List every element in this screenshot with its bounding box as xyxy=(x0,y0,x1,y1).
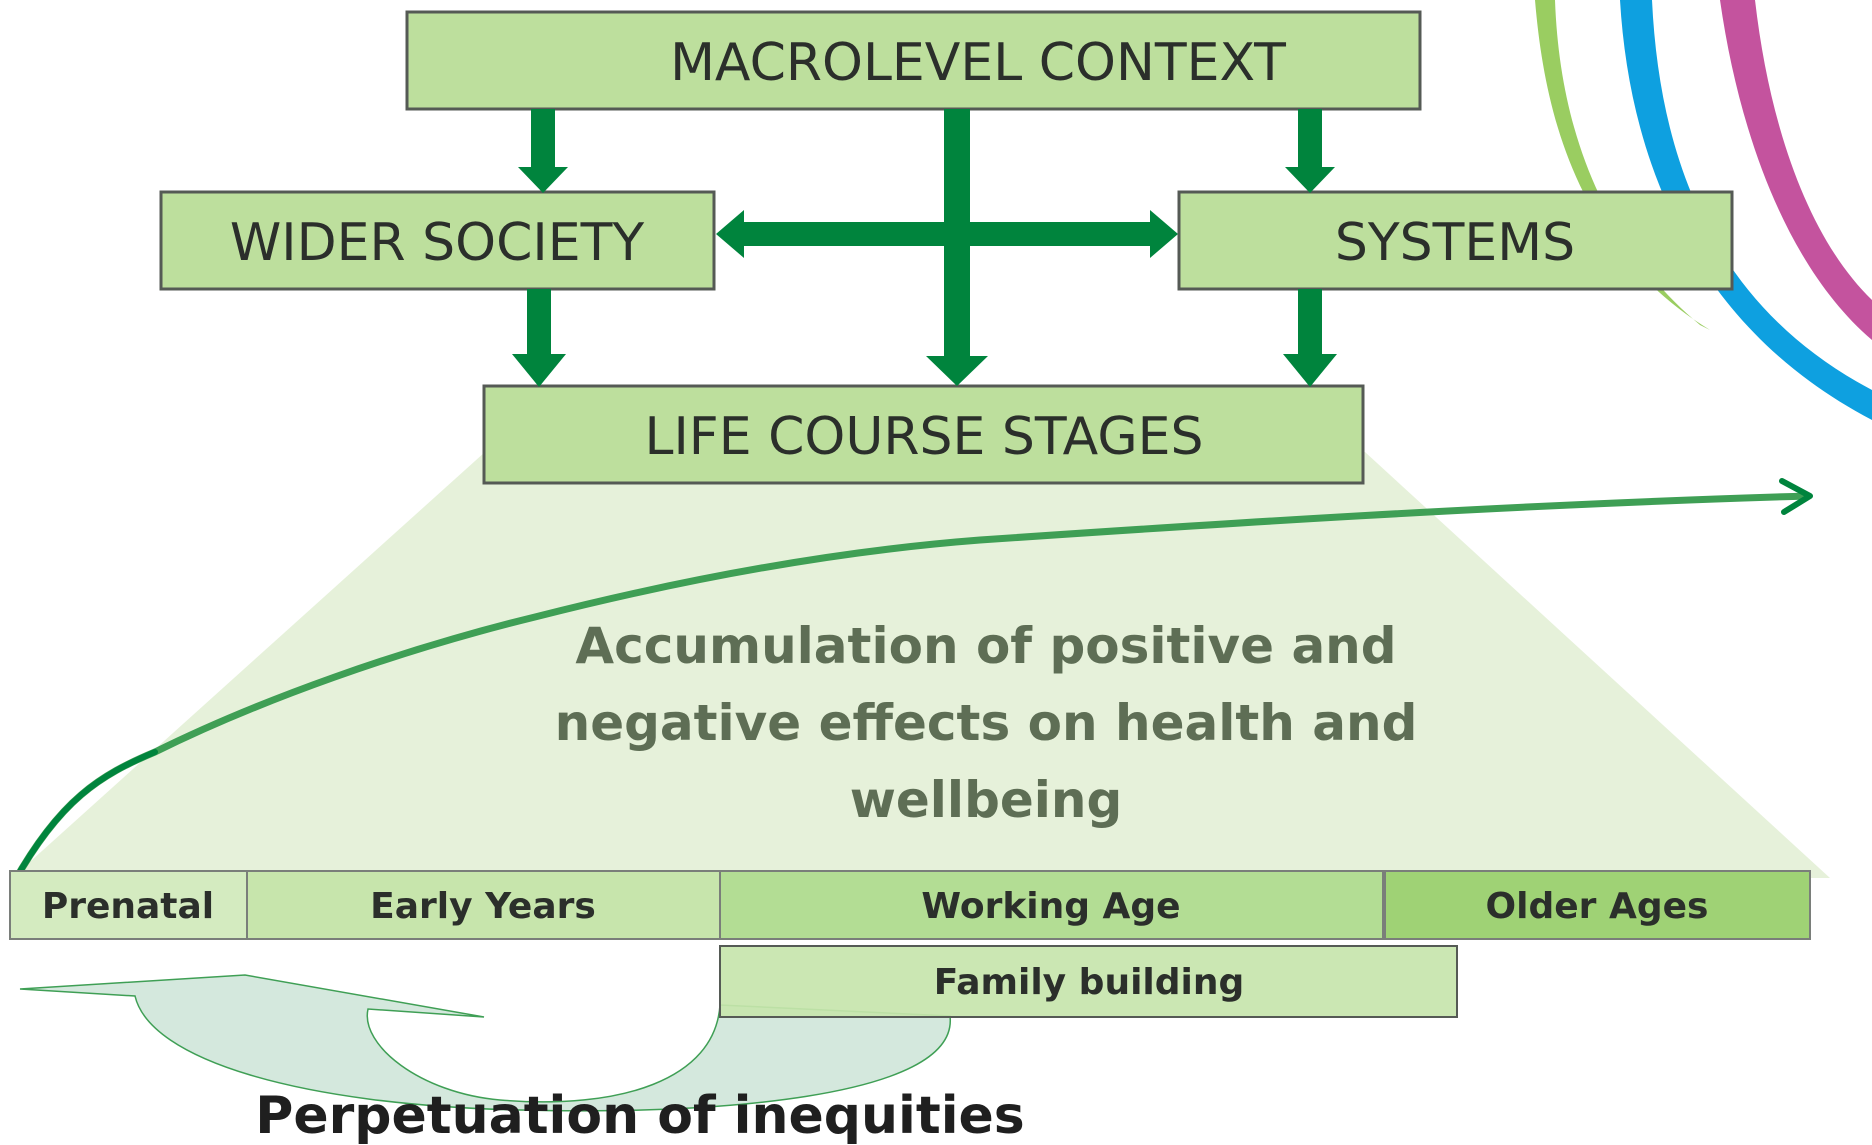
stage-working-age-label: Working Age xyxy=(921,886,1180,927)
systems-box xyxy=(1177,190,1734,291)
stages-bar: Prenatal Early Years Working Age Older A… xyxy=(9,870,1811,940)
stage-early-years-label: Early Years xyxy=(370,886,596,927)
life-course-stages-label: LIFE COURSE STAGES xyxy=(645,407,1204,467)
accumulation-text-line2: negative effects on health and xyxy=(555,694,1418,752)
wider-society-box xyxy=(159,190,716,291)
arrow-macro-to-systems xyxy=(1285,109,1335,193)
swoosh-pink xyxy=(1720,0,1872,340)
stage-older-ages xyxy=(1384,870,1811,940)
flow-arrows xyxy=(512,109,1337,387)
arrow-systems-to-lifecourse xyxy=(1283,289,1337,387)
accumulation-curve-start xyxy=(11,749,158,885)
arrow-macro-to-lifecourse xyxy=(926,109,988,386)
life-course-stages-box xyxy=(482,384,1365,485)
accumulation-arrowhead xyxy=(1779,478,1813,515)
stage-prenatal xyxy=(9,870,248,940)
perpetuation-return-arrow xyxy=(19,974,951,1112)
wider-society-label: WIDER SOCIETY xyxy=(230,213,645,273)
macrolevel-context-box xyxy=(405,10,1422,111)
systems-label: SYSTEMS xyxy=(1335,213,1575,273)
arrow-macro-to-wider xyxy=(518,109,568,193)
stage-older-ages-label: Older Ages xyxy=(1486,886,1709,927)
family-building-label: Family building xyxy=(934,962,1245,1003)
stage-early-years xyxy=(246,870,721,940)
accumulation-text-line1: Accumulation of positive and xyxy=(575,617,1396,675)
accumulation-curve xyxy=(10,478,1813,886)
return-arrow-shape xyxy=(19,974,951,1112)
expansion-trapezoid xyxy=(12,452,1830,878)
accumulation-text-line3: wellbeing xyxy=(850,771,1123,829)
arrow-wider-systems-bidirectional xyxy=(716,210,1178,258)
stage-prenatal-label: Prenatal xyxy=(42,886,214,927)
swoosh-green xyxy=(1535,0,1710,330)
arrow-wider-to-lifecourse xyxy=(512,289,566,387)
perpetuation-label: Perpetuation of inequities xyxy=(255,1086,1025,1145)
family-building-box xyxy=(719,945,1458,1018)
macrolevel-context-label: MACROLEVEL CONTEXT xyxy=(670,33,1286,93)
stage-working-age xyxy=(719,870,1384,940)
